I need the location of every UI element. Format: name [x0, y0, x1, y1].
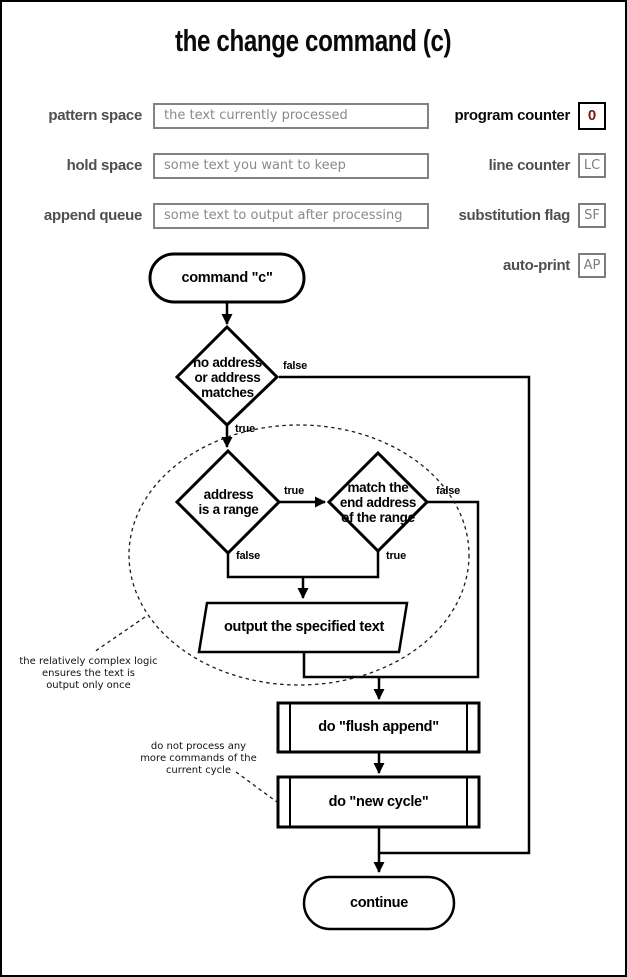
decision-end-range-line1: match the [347, 479, 409, 495]
output-once-leader-line [93, 616, 146, 653]
annotation-stop-cycle: do not process any more commands of the … [112, 741, 285, 777]
annotation-stop-cycle-line3: current cycle [165, 765, 232, 776]
line-counter-value: LC [583, 158, 601, 173]
annotation-output-once-line3: output only once [46, 680, 131, 691]
program-counter-box: 0 [578, 102, 606, 130]
pattern-space-value: the text currently processed [164, 108, 348, 123]
decision-is-range-line1: address [203, 487, 254, 502]
auto-print-label: auto-print [503, 257, 570, 274]
substitution-flag-value: SF [584, 208, 600, 223]
auto-print-box: AP [578, 253, 606, 278]
decision-address-matches-line2: or address [194, 369, 261, 385]
decision-end-range-line2: end address [339, 494, 417, 510]
new-cycle-node-label: do "new cycle" [328, 793, 429, 810]
program-counter-value: 0 [587, 107, 597, 124]
output-node-label: output the specified text [223, 619, 385, 635]
page-title: the change command (c) [2, 23, 625, 59]
page-title-text: the change command (c) [175, 23, 452, 58]
decision-address-matches-line3: matches [201, 384, 254, 400]
edge-label-d3-false: false [436, 485, 461, 497]
program-counter-label: program counter [454, 107, 570, 124]
end-node-label: continue [349, 894, 408, 911]
append-queue-field: some text to output after processing [153, 203, 429, 229]
line-counter-label: line counter [488, 157, 571, 174]
pattern-space-field: the text currently processed [153, 103, 429, 129]
substitution-flag-box: SF [578, 203, 606, 228]
annotation-stop-cycle-line2: more commands of the [140, 753, 257, 764]
edge-label-d3-true: true [386, 550, 406, 562]
decision-address-matches-line1: no address [192, 354, 263, 370]
hold-space-field: some text you want to keep [153, 153, 429, 179]
edge-label-d2-true: true [284, 485, 304, 497]
decision-address-matches-label: no address or address matches [177, 341, 278, 413]
edge-label-d1-false: false [283, 360, 308, 372]
hold-space-label: hold space [66, 157, 143, 174]
pattern-space-label: pattern space [48, 107, 142, 124]
annotation-output-once: the relatively complex logic ensures the… [2, 656, 175, 692]
decision-is-range-label: address is a range [178, 476, 279, 528]
decision-end-range-label: match the end address of the range [328, 464, 428, 540]
annotation-output-once-line2: ensures the text is [42, 668, 135, 679]
append-queue-label: append queue [43, 207, 142, 224]
start-node-label: command "c" [181, 269, 273, 286]
edge-label-d1-true: true [235, 423, 255, 435]
substitution-flag-label: substitution flag [458, 207, 570, 224]
annotation-output-once-line1: the relatively complex logic [19, 656, 158, 667]
flush-append-node-label: do "flush append" [318, 719, 439, 735]
line-counter-box: LC [578, 153, 606, 178]
hold-space-value: some text you want to keep [164, 158, 346, 173]
annotation-stop-cycle-line1: do not process any [150, 741, 247, 752]
auto-print-value: AP [583, 258, 601, 273]
decision-end-range-line3: of the range [341, 509, 415, 525]
append-queue-value: some text to output after processing [164, 208, 403, 223]
decision-is-range-line2: is a range [198, 502, 259, 517]
edge-label-d2-false: false [236, 550, 261, 562]
